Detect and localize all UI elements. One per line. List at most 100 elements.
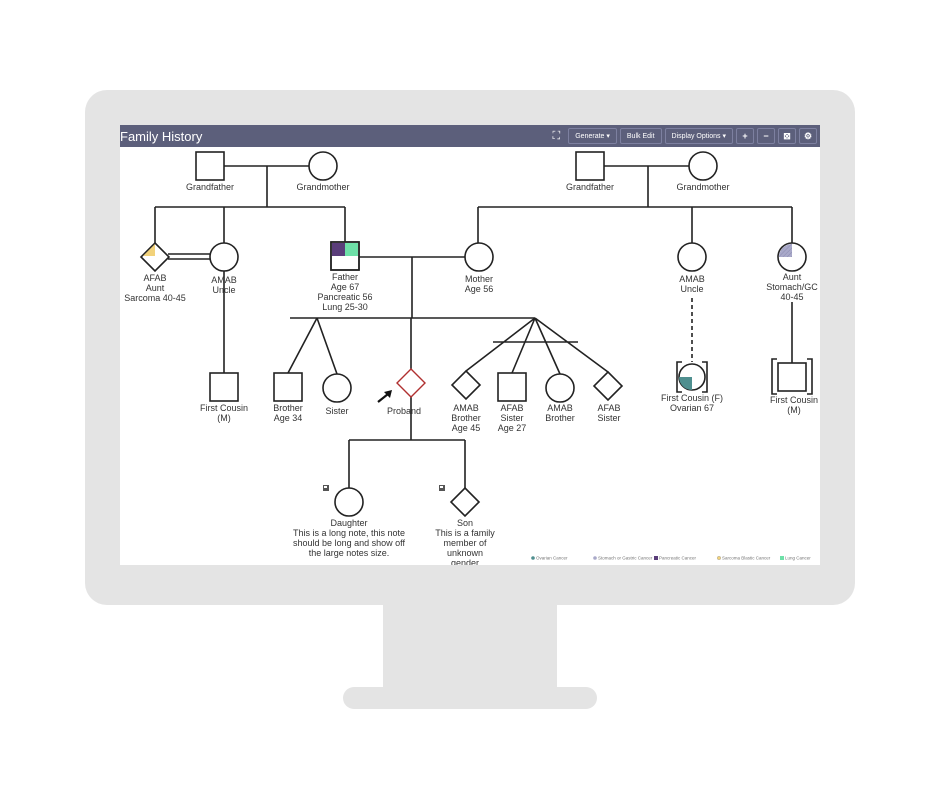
note: the large notes size. (309, 548, 390, 558)
note-icon[interactable] (439, 485, 445, 491)
label: Daughter (330, 518, 367, 528)
legend-item: Sarcoma Blastic Cancer (722, 556, 771, 561)
label: First Cousin (770, 395, 818, 405)
label: AMAB (453, 403, 479, 413)
amab-uncle-node[interactable] (209, 242, 239, 272)
label: Age 27 (498, 423, 527, 433)
app-screen: Family History ⛶ Generate ▾ Bulk Edit Di… (120, 125, 820, 565)
proband-node[interactable] (396, 368, 426, 398)
generate-button[interactable]: Generate ▾ (568, 128, 617, 144)
father-node[interactable] (330, 241, 360, 271)
legend-swatch (531, 556, 535, 560)
label: Age 67 (331, 282, 360, 292)
grandfather-maternal-node[interactable] (575, 151, 605, 181)
note: This is a long note, this note (293, 528, 405, 538)
label: Grandmother (676, 182, 729, 192)
legend-swatch (593, 556, 597, 560)
monitor-base (343, 687, 597, 709)
label: Father (332, 272, 358, 282)
legend-item: Pancreatic Cancer (659, 556, 697, 561)
maternal-aunt-node[interactable] (777, 242, 807, 272)
label: First Cousin (200, 403, 248, 413)
label: AMAB (211, 275, 237, 285)
label: Stomach/GC (766, 282, 818, 292)
mother-node[interactable] (464, 242, 494, 272)
label: AFAB (500, 403, 523, 413)
label: Lung 25-30 (322, 302, 368, 312)
label: 40-45 (780, 292, 803, 302)
label: Aunt (783, 272, 802, 282)
zoom-in-button[interactable]: + (736, 128, 754, 144)
legend-swatch (780, 556, 784, 560)
son-node[interactable] (449, 486, 481, 518)
note: gender (451, 558, 479, 568)
note: should be long and show off (293, 538, 405, 548)
fullscreen-icon[interactable]: ⛶ (552, 129, 561, 142)
proband-arrow-icon (377, 390, 392, 403)
daughter-node[interactable] (334, 487, 364, 517)
label: Brother (273, 403, 303, 413)
label: Age 34 (274, 413, 303, 423)
grandfather-paternal-node[interactable] (195, 151, 225, 181)
label: AMAB (679, 274, 705, 284)
header-bar: Family History ⛶ Generate ▾ Bulk Edit Di… (120, 125, 820, 147)
afab-sister-node[interactable] (497, 372, 527, 402)
label: Pancreatic 56 (317, 292, 372, 302)
relationship-lines (154, 165, 793, 488)
label: First Cousin (F) (661, 393, 723, 403)
brother-node[interactable] (273, 372, 303, 402)
amab-brother-2-node[interactable] (545, 373, 575, 403)
label: Son (457, 518, 473, 528)
label: Brother (545, 413, 575, 423)
page-title: Family History (120, 128, 203, 144)
display-options-button[interactable]: Display Options ▾ (664, 128, 733, 144)
label: Age 56 (465, 284, 494, 294)
label: AMAB (547, 403, 573, 413)
label: Sarcoma 40-45 (124, 293, 186, 303)
label: Age 45 (452, 423, 481, 433)
afab-sister-2-node[interactable] (592, 370, 624, 402)
label: Aunt (146, 283, 165, 293)
label: Proband (387, 406, 421, 416)
sister-node[interactable] (322, 373, 352, 403)
label: Grandfather (566, 182, 614, 192)
label: Grandmother (296, 182, 349, 192)
first-cousin-m-node[interactable] (771, 358, 813, 395)
label: (M) (787, 405, 801, 415)
label: Sister (597, 413, 620, 423)
first-cousin-f-node[interactable] (676, 361, 708, 393)
legend-item: Lung Cancer (785, 556, 811, 561)
amab-brother-node[interactable] (450, 369, 482, 401)
grandmother-maternal-node[interactable] (688, 151, 718, 181)
grandmother-paternal-node[interactable] (308, 151, 338, 181)
label: AFAB (597, 403, 620, 413)
monitor-stand (383, 603, 557, 691)
label: Uncle (680, 284, 703, 294)
note-icon[interactable] (323, 485, 329, 491)
label: Ovarian 67 (670, 403, 714, 413)
bulk-edit-button[interactable]: Bulk Edit (619, 128, 662, 144)
label: Mother (465, 274, 493, 284)
legend: Ovarian Cancer Stomach or Gastric Cancer… (531, 556, 811, 561)
legend-item: Stomach or Gastric Cancer (598, 556, 653, 561)
label: AFAB (143, 273, 166, 283)
label: Uncle (212, 285, 235, 295)
first-cousin-node[interactable] (209, 372, 239, 402)
label: (M) (217, 413, 231, 423)
label: Brother (451, 413, 481, 423)
label: Sister (500, 413, 523, 423)
label: Sister (325, 406, 348, 416)
maternal-uncle-node[interactable] (677, 242, 707, 272)
legend-swatch (717, 556, 722, 561)
afab-aunt-node[interactable] (139, 241, 171, 273)
legend-swatch (654, 556, 658, 560)
legend-item: Ovarian Cancer (536, 556, 568, 561)
settings-button[interactable]: ⚙ (799, 128, 817, 144)
note: unknown (447, 548, 483, 558)
note: member of (443, 538, 487, 548)
note: This is a family (435, 528, 495, 538)
label: Grandfather (186, 182, 234, 192)
zoom-out-button[interactable]: − (757, 128, 775, 144)
fit-button[interactable]: ⊠ (778, 128, 796, 144)
